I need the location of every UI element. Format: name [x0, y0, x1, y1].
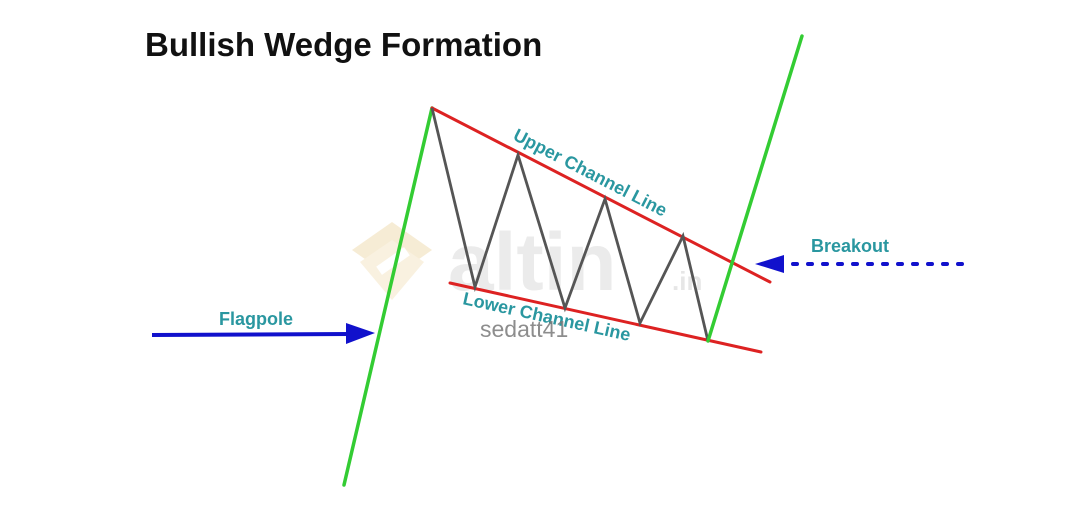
breakout-arrowhead-icon — [755, 255, 784, 273]
price-zigzag-line — [430, 107, 710, 342]
watermark-brand: altin — [448, 217, 617, 308]
flagpole-label: Flagpole — [219, 309, 293, 329]
breakout-label: Breakout — [811, 236, 889, 256]
watermark-logo-icon — [352, 222, 432, 300]
watermark-username: sedatt41 — [480, 316, 568, 342]
breakout-line — [706, 34, 804, 343]
flagpole-arrowhead-icon — [346, 323, 375, 344]
flagpole-arrow-shaft — [151, 332, 351, 337]
watermark-suffix: .in — [672, 266, 702, 296]
diagram-title: Bullish Wedge Formation — [145, 26, 542, 63]
flagpole-line — [342, 106, 434, 487]
upper-channel-line — [430, 106, 772, 284]
